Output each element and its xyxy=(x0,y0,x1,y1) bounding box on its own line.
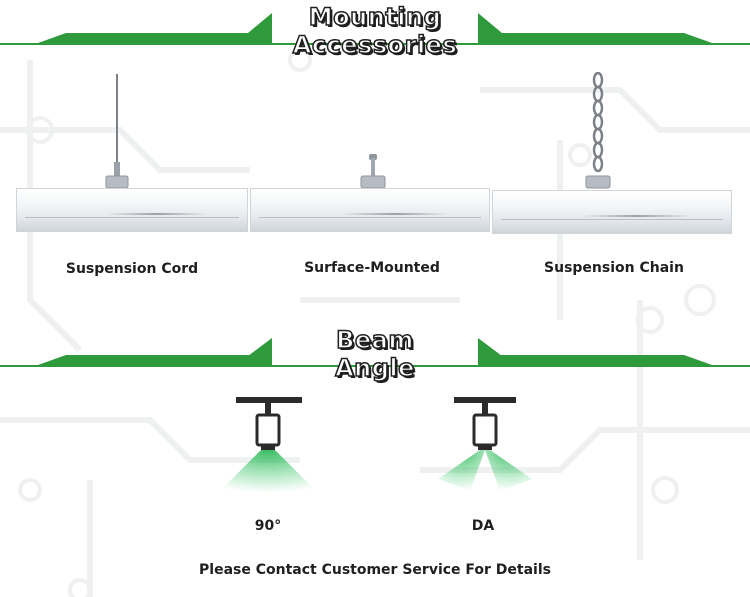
beam-title: Beam Angle xyxy=(300,325,450,383)
beam-right-ramp xyxy=(478,338,514,365)
linear-fixture-surface xyxy=(250,188,490,232)
mounting-title: Mounting Accessories xyxy=(272,2,478,60)
linear-fixture-chain xyxy=(492,190,732,234)
beam-label-da: DA xyxy=(471,518,495,534)
surface-mount-bracket-icon xyxy=(360,154,386,189)
option-label-suspension-cord: Suspension Cord xyxy=(65,261,199,277)
option-label-surface-mounted: Surface-Mounted xyxy=(304,260,440,276)
suspension-chain-icon xyxy=(585,72,611,189)
mounting-title-line1: Mounting xyxy=(308,2,442,32)
beam-da-icon xyxy=(438,397,532,491)
banner-bar-right xyxy=(478,33,712,43)
beam-bar-right xyxy=(478,355,712,365)
beam-title-line2: Angle xyxy=(334,353,415,383)
beam-left-ramp xyxy=(236,338,272,365)
beam-title-line1: Beam xyxy=(335,325,414,355)
banner-left-ramp xyxy=(236,13,272,43)
banner-bar-left xyxy=(38,33,272,43)
beam-divider-line xyxy=(0,365,750,367)
contact-note: Please Contact Customer Service For Deta… xyxy=(199,562,551,578)
banner-right-ramp xyxy=(478,13,514,43)
banner-divider-line xyxy=(0,43,750,45)
suspension-cord-icon xyxy=(105,74,129,189)
option-label-suspension-chain: Suspension Chain xyxy=(544,260,684,276)
beam-90-icon xyxy=(218,397,318,493)
beam-bar-left xyxy=(38,355,272,365)
beam-label-90: 90° xyxy=(254,518,282,534)
mounting-title-line2: Accessories xyxy=(292,30,458,60)
linear-fixture-cord xyxy=(16,188,248,232)
